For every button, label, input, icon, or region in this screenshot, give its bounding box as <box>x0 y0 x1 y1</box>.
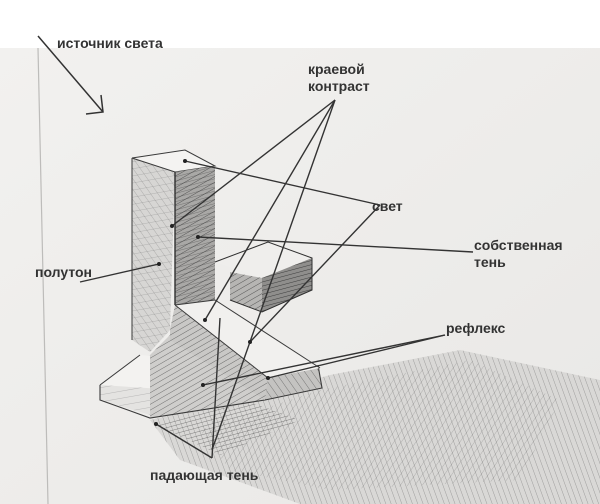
label-light: свет <box>372 198 403 214</box>
marker-dots <box>154 159 270 426</box>
label-own-shadow-line1: собственная <box>474 237 563 253</box>
leader-lines <box>79 99 474 459</box>
label-edge-contrast-line2: контраст <box>308 78 370 94</box>
label-edge-contrast: краевой контраст <box>308 61 370 95</box>
label-own-shadow-line2: тень <box>474 254 506 270</box>
label-edge-contrast-line1: краевой <box>308 61 365 77</box>
label-own-shadow: собственная тень <box>474 237 563 271</box>
middle-step <box>214 241 313 313</box>
label-halftone: полутон <box>35 264 93 280</box>
paper-fold <box>37 47 49 504</box>
label-light-source: источник света <box>57 35 163 51</box>
cast-shadow <box>150 350 600 504</box>
label-cast-shadow: падающая тень <box>150 467 259 483</box>
label-reflex: рефлекс <box>446 320 506 336</box>
light-direction-arrow-icon <box>37 35 104 115</box>
